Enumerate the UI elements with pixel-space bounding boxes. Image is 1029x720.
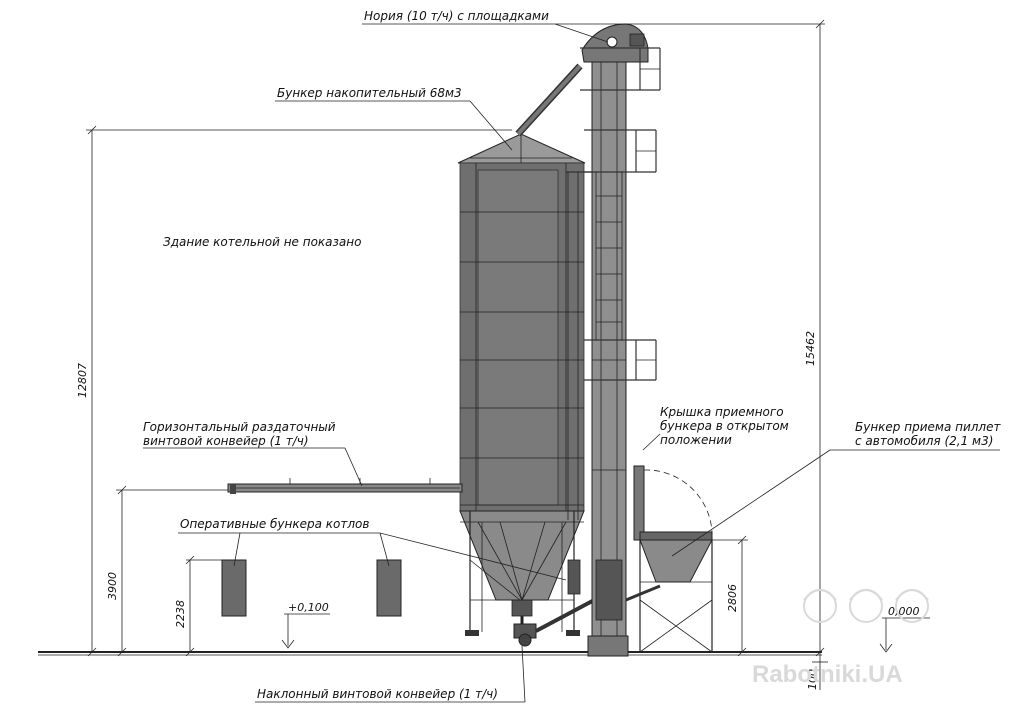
horizontal-screw-conveyor — [227, 478, 463, 494]
label-noria: Нория (10 т/ч) с площадками — [364, 9, 549, 23]
label-inclined-conveyor: Наклонный винтовой конвейер (1 т/ч) — [257, 687, 498, 701]
receiving-hopper — [625, 465, 713, 653]
dim-2806: 2806 — [726, 584, 739, 612]
label-lid-3: положении — [660, 433, 732, 447]
dim-15462: 15462 — [804, 331, 817, 366]
label-horiz-conveyor-1: Горизонтальный раздаточный — [143, 420, 336, 434]
label-operative-bunkers: Оперативные бункера котлов — [180, 517, 369, 531]
dimension-lines — [86, 19, 930, 690]
operative-bunkers — [221, 559, 402, 617]
label-lid-2: бункера в открытом — [660, 419, 789, 433]
cage-ladder — [595, 172, 623, 340]
ground-line — [38, 651, 822, 656]
bucket-elevator — [515, 23, 661, 657]
dim-12807: 12807 — [76, 363, 89, 398]
storage-silo — [457, 133, 586, 636]
dim-100: 100 — [806, 669, 819, 690]
level-plus-0100: +0,100 — [288, 601, 329, 614]
label-receiving-1: Бункер приема пиллет — [855, 420, 1001, 434]
inclined-screw-conveyor — [513, 596, 599, 647]
watermark-text: Rabotniki.UA — [752, 661, 903, 688]
top-platform — [580, 47, 661, 91]
middle-platform — [566, 129, 657, 173]
label-receiving-2: с автомобиля (2,1 м3) — [855, 434, 993, 448]
dim-3900: 3900 — [106, 572, 119, 600]
label-horiz-conveyor-2: винтовой конвейер (1 т/ч) — [143, 434, 309, 448]
dim-2238: 2238 — [174, 600, 187, 628]
leader-lines — [143, 23, 1000, 703]
label-lid-1: Крышка приемного — [660, 405, 784, 419]
label-bunker-storage: Бункер накопительный 68м3 — [277, 86, 462, 100]
label-boiler-note: Здание котельной не показано — [163, 235, 361, 249]
watermark-logo — [803, 589, 929, 623]
level-zero: 0,000 — [888, 605, 920, 618]
